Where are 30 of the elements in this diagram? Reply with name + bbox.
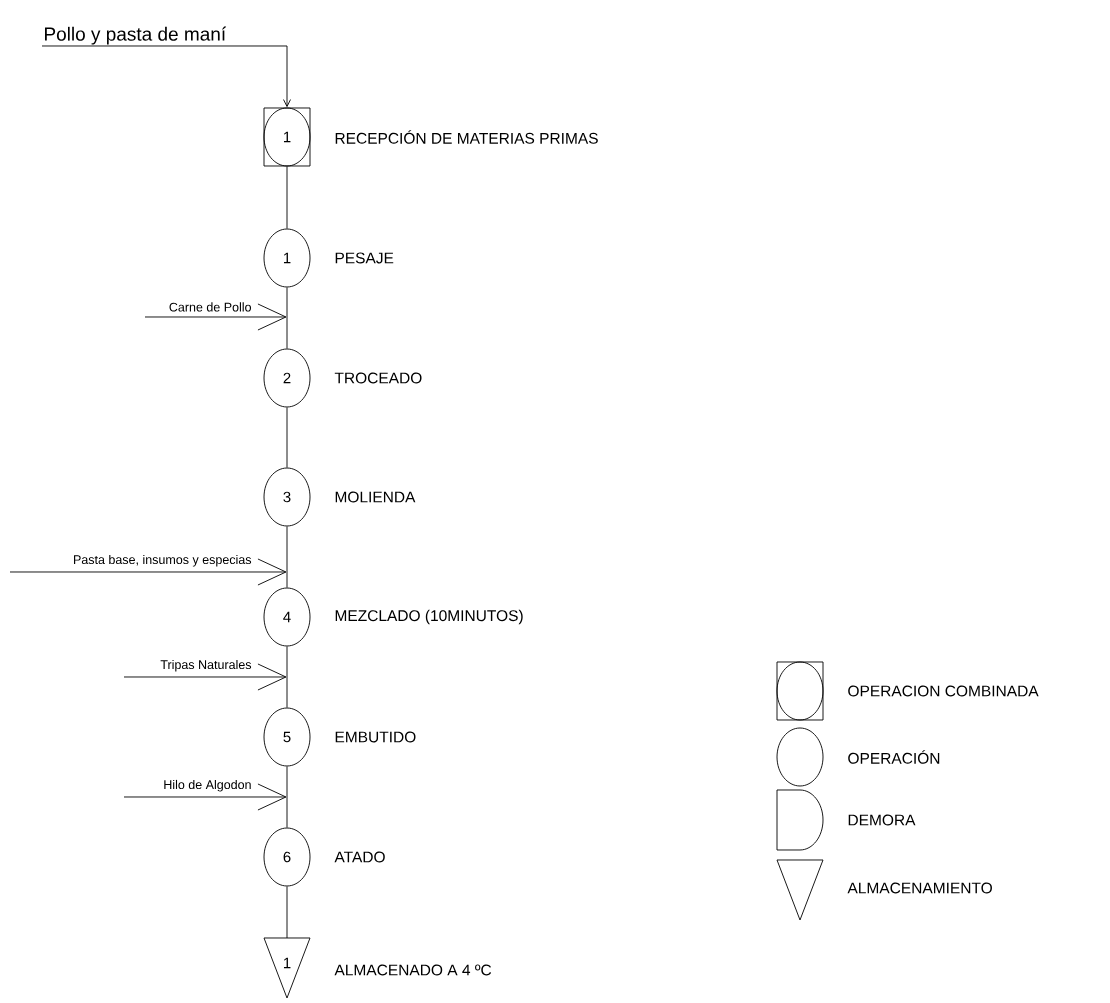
- arrow: [41, 45, 291, 107]
- legend-label: ALMACENAMIENTO: [847, 882, 992, 894]
- storage-triangle: 1: [263, 937, 311, 999]
- step-label: TROCEADO: [334, 372, 422, 384]
- input-heading: Pollo y pasta de maní: [45, 26, 227, 45]
- step-label: ATADO: [334, 851, 385, 863]
- step-label: MEZCLADO (10MINUTOS): [335, 609, 523, 625]
- flow-line: [286, 886, 288, 939]
- input-label: Carne de Pollo: [167, 301, 253, 313]
- flow-line: [286, 287, 288, 349]
- flow-line: [286, 526, 288, 588]
- input-arrow: [123, 783, 287, 811]
- input-arrow: [9, 558, 287, 586]
- input-label: Pasta base, insumos y especias: [72, 553, 253, 568]
- flow-line: [286, 646, 288, 708]
- step-label: EMBUTIDO: [335, 731, 416, 743]
- step-label: RECEPCIÓN DE MATERIAS PRIMAS: [335, 130, 598, 144]
- legend-label: DEMORA: [848, 814, 916, 826]
- flow-line: [286, 766, 288, 828]
- input-label: Hilo de Algodon: [162, 778, 253, 793]
- input-label: Tripas Naturales: [159, 658, 253, 673]
- input-arrow: [144, 303, 287, 331]
- input-arrow: [123, 663, 287, 691]
- flow-line: [286, 407, 288, 468]
- legend-label: OPERACION COMBINADA: [848, 685, 1039, 697]
- step-label: ALMACENADO A 4 ºC: [334, 964, 492, 976]
- legend-label: OPERACIÓN: [848, 750, 940, 764]
- flow-line: [286, 166, 288, 229]
- step-label: MOLIENDA: [335, 491, 416, 503]
- step-label: PESAJE: [335, 252, 394, 264]
